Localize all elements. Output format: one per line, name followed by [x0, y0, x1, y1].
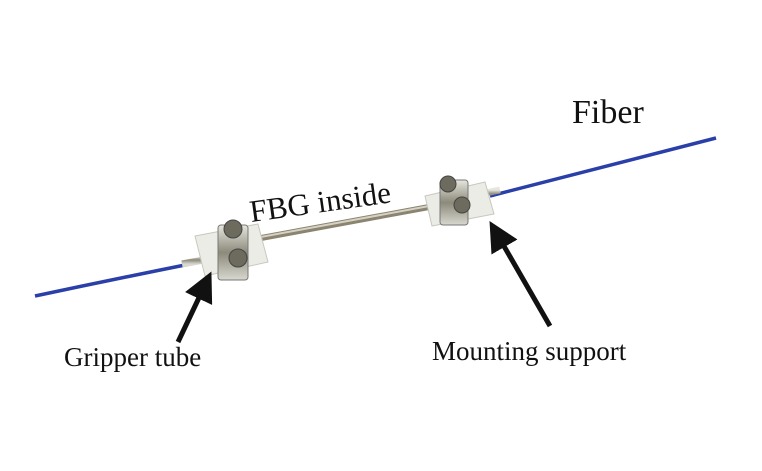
mounting-support-right	[424, 175, 495, 227]
mounting-support-label: Mounting support	[432, 336, 627, 366]
rod-highlight	[249, 203, 441, 240]
fiber-label: Fiber	[572, 94, 644, 131]
gripper-tube-label: Gripper tube	[64, 342, 202, 372]
fiber-left	[34, 260, 201, 298]
arrow-gripper-tube	[175, 271, 213, 344]
mounting-support-left	[194, 219, 269, 281]
fiber-right	[489, 136, 717, 198]
arrow-mounting-support	[489, 221, 553, 328]
